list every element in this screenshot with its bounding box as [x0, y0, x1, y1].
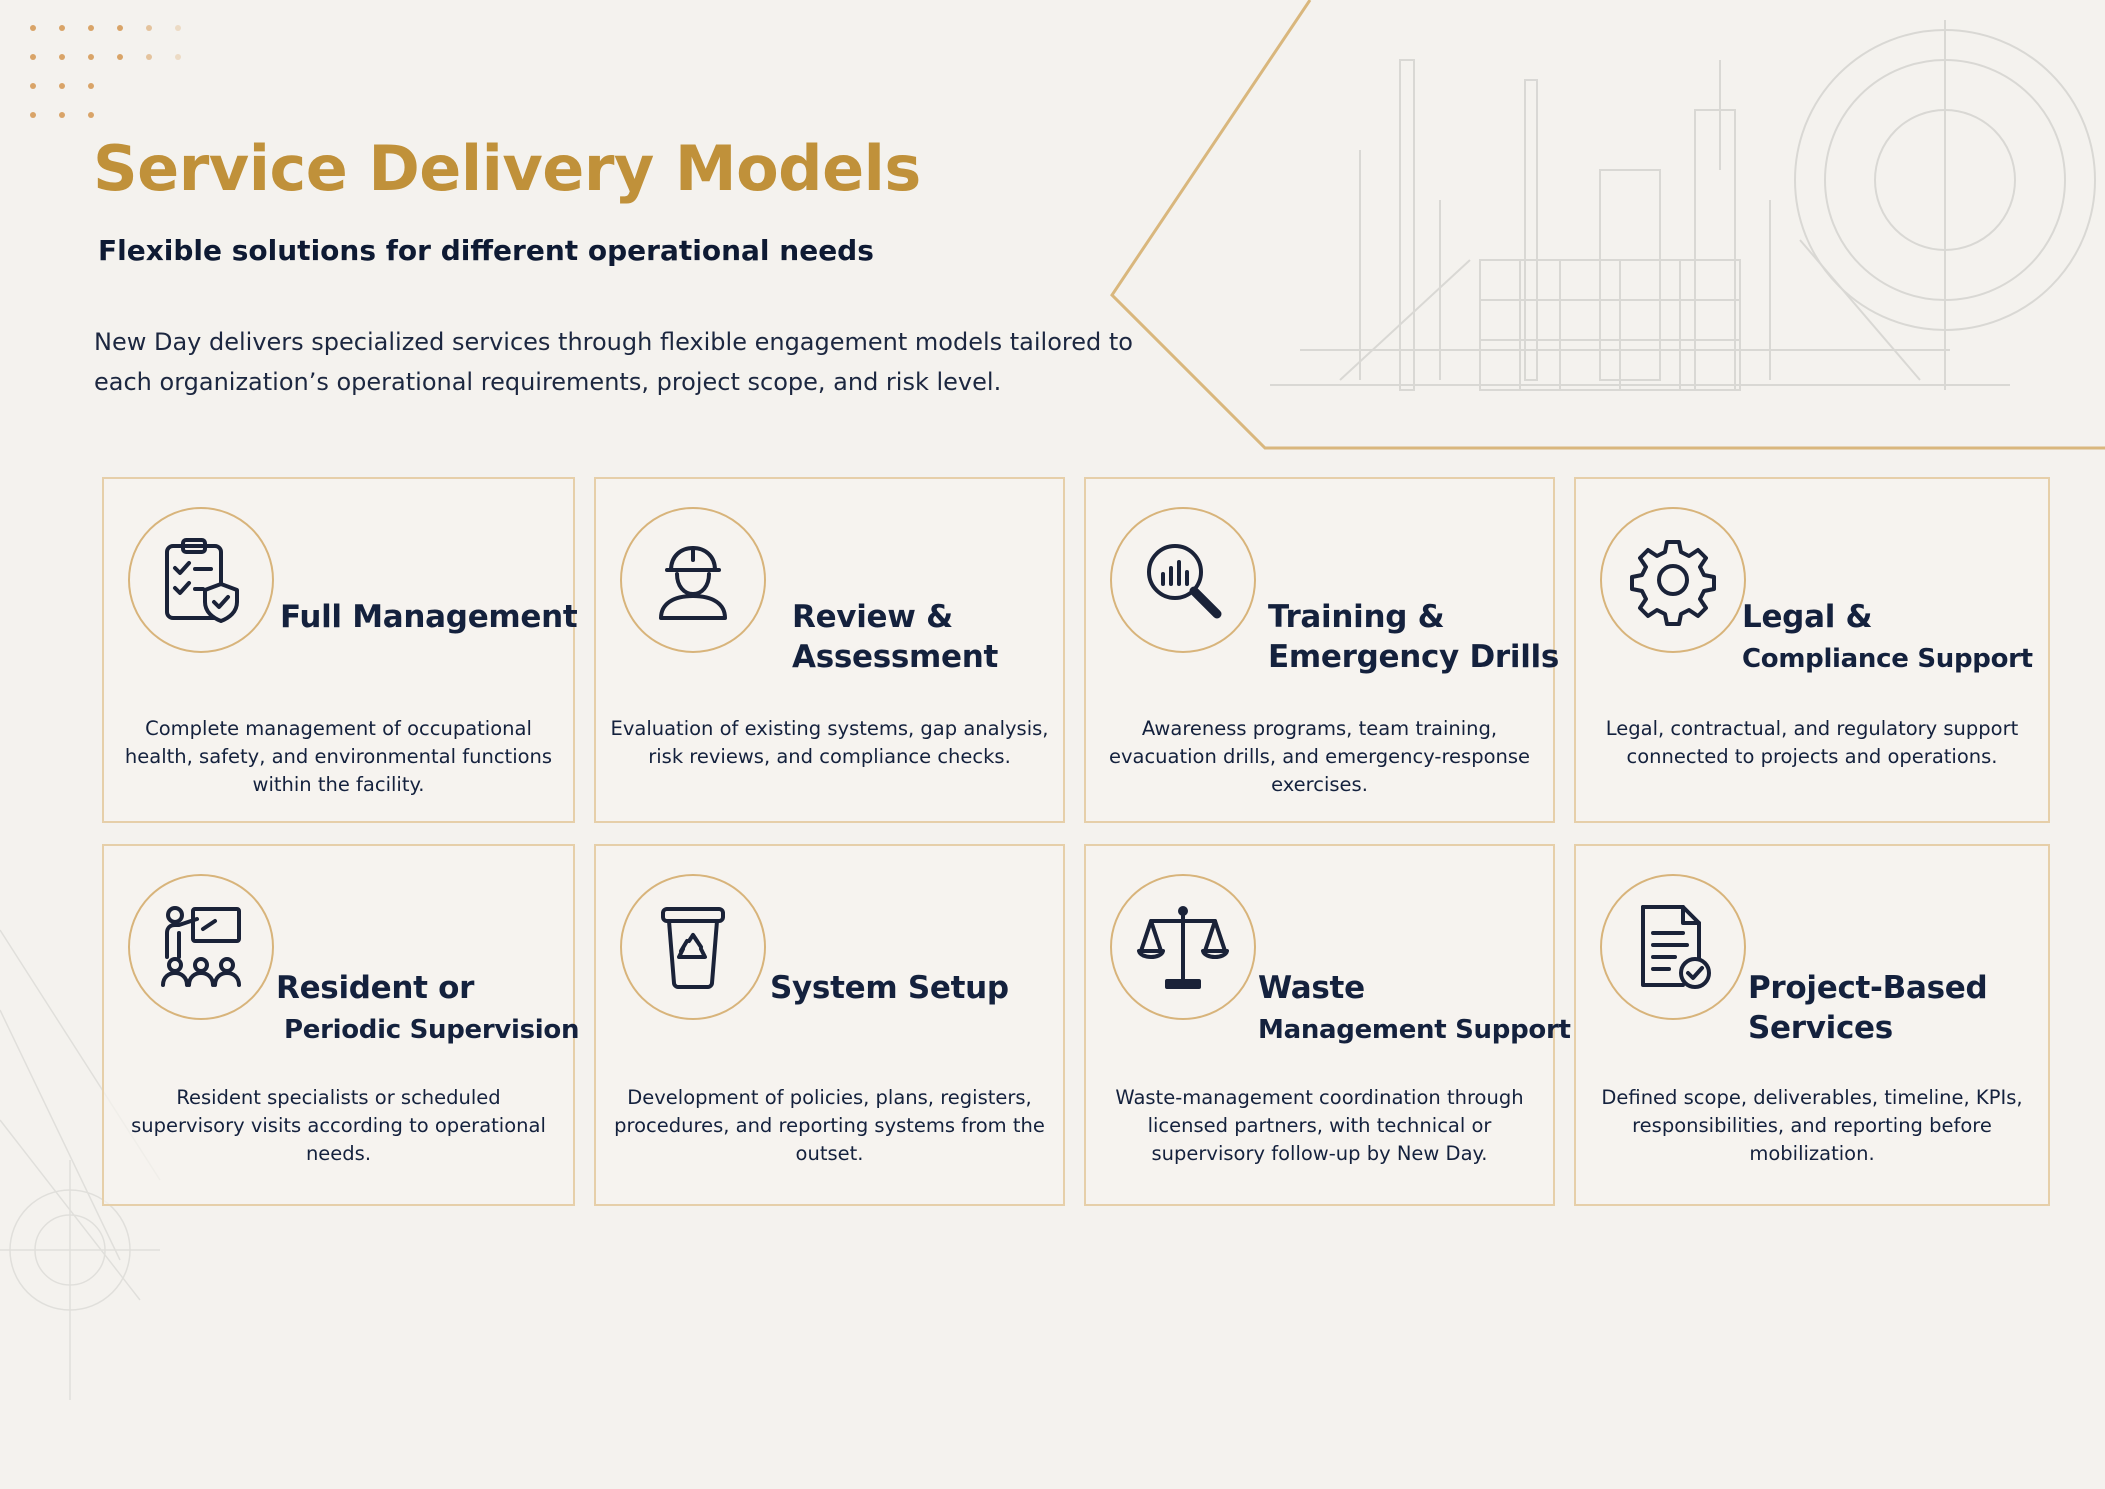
magnifier-bar-chart-icon [1147, 544, 1222, 619]
icon-frame [1600, 874, 1746, 1020]
icon-frame [1600, 507, 1746, 653]
card-title-line1: Legal & [1742, 599, 1873, 635]
card-description: Evaluation of existing systems, gap anal… [610, 717, 1049, 768]
document-check-icon [1641, 905, 1711, 989]
card-title-line1: System Setup [770, 970, 1009, 1006]
card-description: Development of policies, plans, register… [614, 1086, 1045, 1165]
card-description: Resident specialists or scheduled superv… [131, 1086, 546, 1165]
page-title: Service Delivery Models [93, 132, 921, 205]
balance-scale-icon [1137, 906, 1229, 989]
card-full-management: Full Management Complete management of o… [102, 477, 578, 823]
card-title: Resident or Periodic Supervision [276, 968, 580, 1050]
card-description: Waste-management coordination through li… [1115, 1086, 1524, 1165]
card-title-line1: Review & [792, 599, 953, 635]
card-title: Waste Management Support [1258, 968, 1571, 1050]
card-title-line2: Compliance Support [1742, 644, 2033, 674]
icon-frame [620, 507, 766, 653]
card-title: System Setup [770, 968, 1009, 1008]
card-title-line2: Assessment [792, 639, 999, 675]
card-legal-compliance: Legal & Compliance Support Legal, contra… [1574, 477, 2050, 823]
icon-frame [1110, 874, 1256, 1020]
card-title: Legal & Compliance Support [1742, 597, 2033, 679]
card-training-drills: Training & Emergency Drills Awareness pr… [1084, 477, 1559, 823]
card-title-line2: Periodic Supervision [284, 1015, 580, 1045]
card-description: Awareness programs, team training, evacu… [1108, 717, 1531, 796]
card-title-line1: Resident or [276, 970, 475, 1006]
recycle-bin-icon [661, 907, 725, 989]
icon-frame [128, 874, 274, 1020]
worker-hardhat-icon [659, 546, 727, 620]
card-title-line2: Management Support [1258, 1015, 1571, 1045]
card-description: Complete management of occupational heal… [124, 717, 553, 796]
card-title-line2: Emergency Drills [1268, 639, 1560, 675]
card-system-setup: System Setup Development of policies, pl… [594, 844, 1065, 1206]
card-resident-supervision: Resident or Periodic Supervision Residen… [102, 844, 580, 1206]
card-description: Defined scope, deliverables, timeline, K… [1601, 1086, 2023, 1165]
trainer-presentation-icon [161, 906, 241, 987]
card-title-line1: Waste [1258, 970, 1365, 1006]
card-title: Full Management [280, 597, 578, 637]
intro-paragraph: New Day delivers specialized services th… [94, 328, 1133, 396]
card-title: Project-Based Services [1748, 968, 1988, 1048]
card-title: Review & Assessment [792, 597, 998, 677]
icon-frame [128, 507, 274, 653]
card-description: Legal, contractual, and regulatory suppo… [1605, 717, 2019, 768]
card-title-line1: Training & [1268, 599, 1445, 635]
card-title-line1: Project-Based [1748, 970, 1988, 1006]
card-review-assessment: Review & Assessment Evaluation of existi… [594, 477, 1065, 823]
icon-frame [620, 874, 766, 1020]
card-project-based: Project-Based Services Defined scope, de… [1574, 844, 2050, 1206]
card-waste-management: Waste Management Support Waste-managemen… [1084, 844, 1571, 1206]
card-title-line2: Services [1748, 1010, 1893, 1046]
card-title-line1: Full Management [280, 599, 578, 635]
clipboard-checklist-shield-icon [165, 538, 239, 623]
icon-frame [1110, 507, 1256, 653]
page-subtitle: Flexible solutions for different operati… [98, 234, 874, 267]
card-title: Training & Emergency Drills [1268, 597, 1559, 677]
dot-pattern [30, 25, 181, 118]
gear-icon [1630, 540, 1716, 626]
